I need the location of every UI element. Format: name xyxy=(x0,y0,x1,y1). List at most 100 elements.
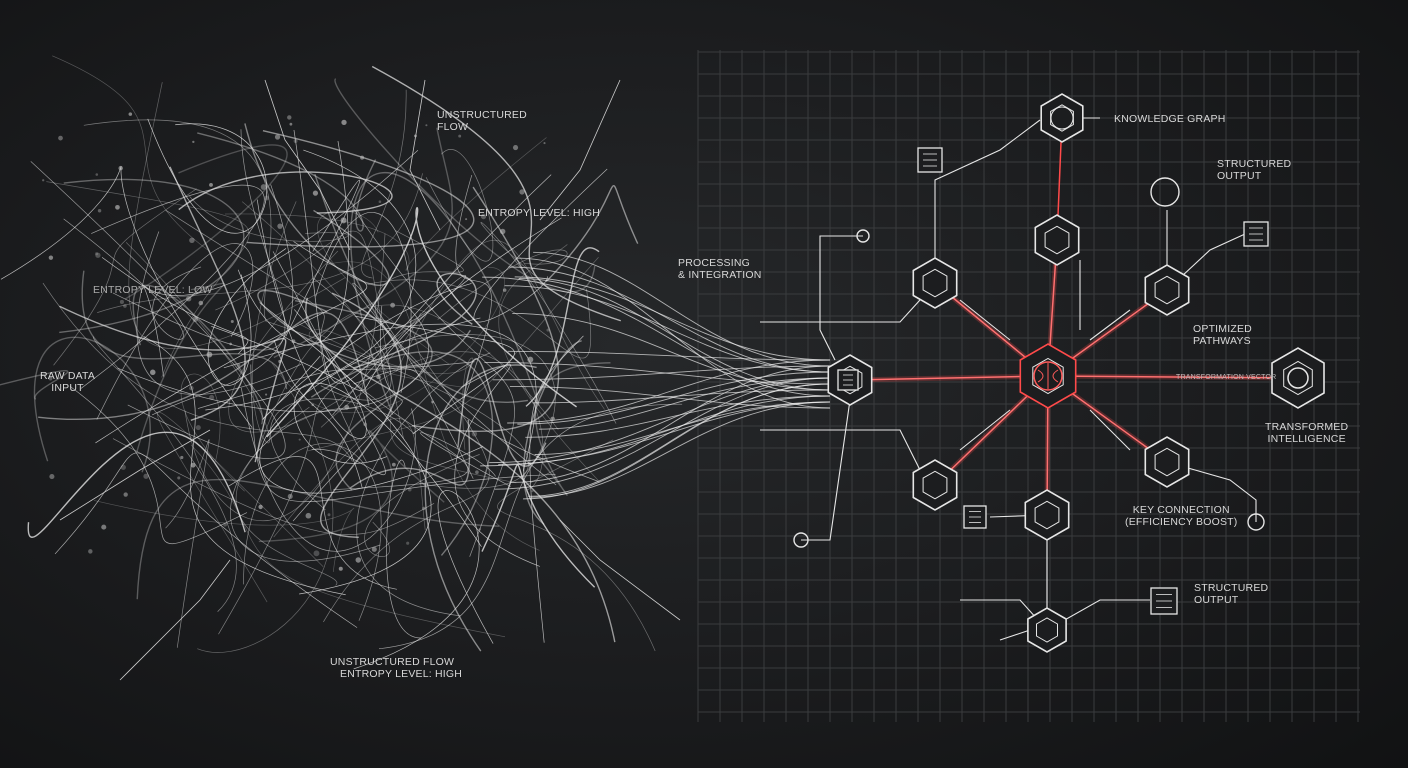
tangle-strand xyxy=(473,168,608,323)
data-dot xyxy=(407,487,412,492)
tangle-strand xyxy=(307,256,599,452)
label-entropy-low: ENTROPY LEVEL: LOW xyxy=(93,284,213,296)
flow-strand xyxy=(518,277,831,391)
data-dot xyxy=(311,403,314,407)
tangle-strand xyxy=(101,257,249,354)
tangle-strand xyxy=(326,261,540,551)
data-dot xyxy=(312,190,319,196)
label-structured-output-top: STRUCTURED OUTPUT xyxy=(1217,158,1292,182)
tangle-strand xyxy=(165,209,367,463)
label-unstructured-flow-bottom: UNSTRUCTURED FLOW xyxy=(330,656,455,668)
label-transformed-intelligence: TRANSFORMED INTELLIGENCE xyxy=(1265,421,1349,445)
circle-node-icon xyxy=(793,532,809,548)
tangle-strand xyxy=(498,244,601,483)
label-key-connection: KEY CONNECTION (EFFICIENCY BOOST) xyxy=(1125,504,1238,528)
tangle-strand xyxy=(354,315,515,435)
tangle-strand xyxy=(136,282,225,453)
tangle-strand xyxy=(292,305,403,522)
data-dot xyxy=(550,416,555,422)
data-dot xyxy=(465,218,468,221)
tangle-strand xyxy=(96,243,254,420)
flow-strand xyxy=(534,401,831,455)
tangle-strand xyxy=(352,272,477,369)
data-dot xyxy=(289,122,293,126)
tangle-strand xyxy=(124,144,288,300)
flow-strand xyxy=(517,371,831,425)
circle-node-icon xyxy=(856,229,870,243)
connector-line xyxy=(760,299,921,323)
bottom-node-hexagon xyxy=(1024,489,1070,541)
flow-strand xyxy=(525,395,831,438)
data-dot xyxy=(458,134,462,138)
data-dot xyxy=(229,342,232,346)
tangle-strand xyxy=(190,444,506,638)
label-processing-integration: PROCESSING & INTEGRATION xyxy=(678,257,762,281)
tangle-strand xyxy=(312,277,392,401)
data-dot xyxy=(371,546,377,552)
tangle-strand xyxy=(143,150,419,377)
data-dot xyxy=(209,394,215,400)
knowledge-node-hexagon xyxy=(1034,214,1080,266)
flow-strand xyxy=(530,401,831,498)
tangle-strand xyxy=(157,411,324,603)
tangle-strand xyxy=(367,279,592,359)
flow-strand xyxy=(514,276,831,361)
connector-line xyxy=(1166,461,1257,522)
tangle-strand xyxy=(83,119,272,323)
central-brain-hexagon-inner xyxy=(1032,357,1064,395)
flow-strand xyxy=(498,395,831,465)
crack-line xyxy=(409,79,441,231)
gear-icon xyxy=(1287,367,1309,389)
tangle-strand xyxy=(334,78,596,293)
data-dot xyxy=(192,316,199,323)
tangle-strand xyxy=(273,127,453,359)
red-spoke xyxy=(1047,375,1299,379)
data-dot xyxy=(190,462,196,468)
key-connection-node-hexagon-inner xyxy=(1154,447,1180,477)
data-dot xyxy=(539,281,545,286)
data-dot xyxy=(95,252,99,256)
data-dot xyxy=(392,342,397,348)
flow-strand xyxy=(533,251,831,367)
tangle-strand xyxy=(256,304,559,454)
label-entropy-high-bottom: ENTROPY LEVEL: HIGH xyxy=(340,668,463,680)
tangle-strand xyxy=(42,282,353,462)
tangle-strand xyxy=(310,350,494,556)
tangle-strand xyxy=(136,231,302,395)
data-dot xyxy=(189,237,195,244)
tangle-strand xyxy=(353,208,515,557)
data-dot xyxy=(378,200,382,204)
tangle-strand xyxy=(262,283,472,420)
tangle-strand xyxy=(80,184,265,389)
crack-line xyxy=(559,519,681,621)
data-dot xyxy=(101,524,107,530)
data-dot xyxy=(209,182,213,187)
data-dot xyxy=(480,213,487,220)
data-dot xyxy=(422,506,426,511)
flow-strand xyxy=(516,257,831,409)
data-dot xyxy=(185,296,192,302)
connector-line xyxy=(801,399,851,541)
flow-strand xyxy=(510,365,831,483)
tangle-strand xyxy=(353,490,494,670)
data-dot xyxy=(355,557,362,563)
data-dot xyxy=(291,339,296,344)
tangle-strand xyxy=(325,357,468,490)
tangle-strand xyxy=(375,230,464,314)
tangle-strand xyxy=(223,323,537,472)
data-dot xyxy=(120,464,126,470)
data-dot xyxy=(527,356,534,363)
tangle-strand xyxy=(30,161,286,459)
connector-line xyxy=(959,299,1011,341)
tangle-strand xyxy=(454,363,541,567)
tangle-strand xyxy=(235,406,338,586)
tangle-strand xyxy=(353,368,599,482)
brain-icon-detail xyxy=(1037,363,1059,389)
connector-line xyxy=(934,119,1041,283)
data-dot xyxy=(236,363,241,367)
tangle-strand xyxy=(317,210,450,365)
tangle-strand xyxy=(97,173,423,313)
flow-strand xyxy=(528,383,831,497)
lower-left-node-hexagon xyxy=(912,459,958,511)
